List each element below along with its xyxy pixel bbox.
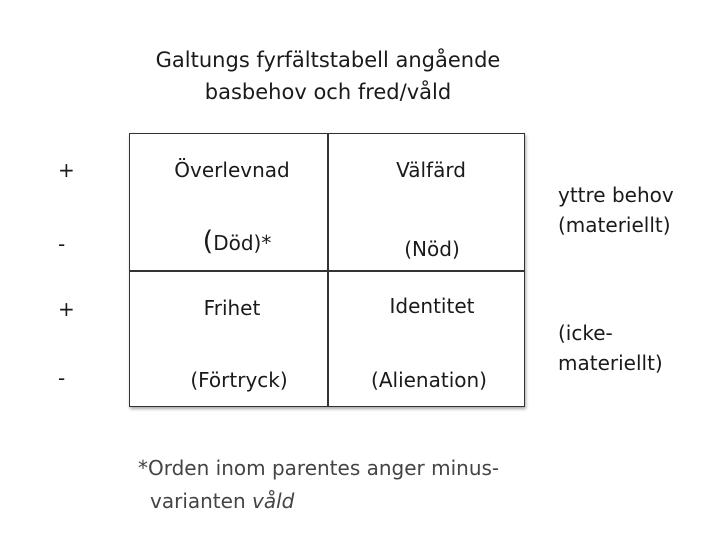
table-horizontal-divider — [130, 270, 524, 272]
cell-bottom-left-minus: (Förtryck) — [190, 368, 288, 392]
cell-bottom-right-label: Identitet — [389, 294, 475, 318]
footnote: *Orden inom parentes anger minus- varian… — [138, 452, 499, 518]
sign-minus-row1: - — [58, 232, 66, 256]
sign-plus-row2: + — [58, 297, 75, 321]
cell-top-right-label: Välfärd — [396, 158, 466, 182]
side-label-non-material: (icke- materiellt) — [558, 321, 663, 375]
sign-plus-row1: + — [58, 158, 75, 182]
title-line-1: Galtungs fyrfältstabell angående — [155, 48, 501, 72]
cell-top-left-minus: (Död)* — [202, 226, 272, 257]
cell-top-left-label: Överlevnad — [174, 158, 290, 182]
cell-top-right-minus: (Nöd) — [404, 237, 460, 261]
side-label-outer-needs: yttre behov (materiellt) — [558, 183, 674, 237]
cell-bottom-right-minus: (Alienation) — [371, 368, 487, 392]
cell-bottom-left-label: Frihet — [203, 296, 261, 320]
footnote-line-2: varianten våld — [150, 489, 295, 513]
sign-minus-row2: - — [58, 366, 66, 390]
diagram-title: Galtungs fyrfältstabell angående basbeho… — [128, 44, 528, 108]
footnote-line-1: *Orden inom parentes anger minus- — [138, 456, 500, 480]
four-field-table: Överlevnad (Död)* Välfärd (Nöd) Frihet (… — [129, 133, 525, 407]
title-line-2: basbehov och fred/våld — [204, 80, 452, 104]
